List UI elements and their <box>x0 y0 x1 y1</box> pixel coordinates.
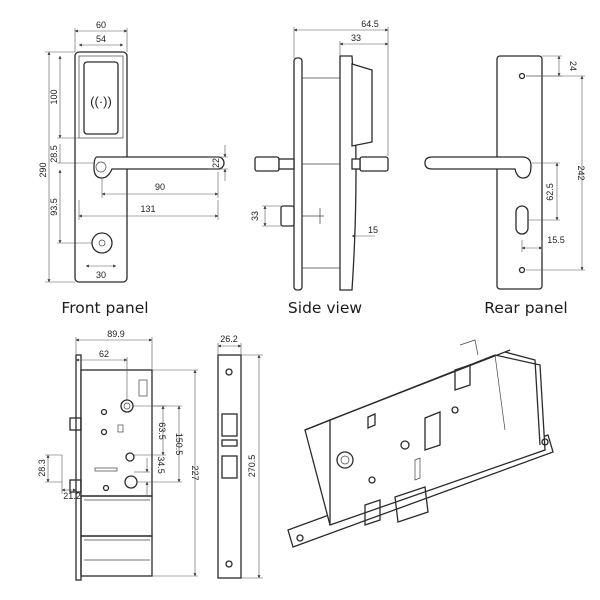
rear-panel-drawing: 24 242 62.5 15.5 Rear panel <box>424 55 586 317</box>
dim-faceplate-270-5: 270.5 <box>247 455 257 478</box>
dim-front-131: 131 <box>140 204 155 214</box>
dim-front-28-5: 28.5 <box>49 145 59 163</box>
dim-body-21-2: 21.2 <box>63 491 81 501</box>
dim-front-90: 90 <box>155 182 165 192</box>
dim-front-22: 22 <box>211 158 221 168</box>
faceplate-drawing: 26.2 270.5 <box>217 334 263 579</box>
dim-front-100: 100 <box>49 89 59 104</box>
dim-front-290: 290 <box>38 162 48 177</box>
dim-body-28-3: 28.3 <box>37 459 47 477</box>
caption-front-panel: Front panel <box>61 299 148 317</box>
lock-body-drawing: 89.9 62 150.5 63.5 227 34.5 28.3 21.2 <box>37 329 200 581</box>
caption-side-view: Side view <box>288 299 362 317</box>
dim-body-34-5: 34.5 <box>156 456 166 474</box>
dim-side-64-5: 64.5 <box>361 19 379 29</box>
dim-front-60: 60 <box>96 20 106 30</box>
dim-rear-242: 242 <box>576 165 586 180</box>
dim-rear-62-5: 62.5 <box>545 183 555 201</box>
dim-body-62: 62 <box>99 349 109 359</box>
dim-side-33-knob: 33 <box>250 211 260 221</box>
dim-side-15: 15 <box>368 225 378 235</box>
dim-rear-24: 24 <box>568 61 578 71</box>
front-panel-drawing: ((·)) <box>38 20 228 317</box>
dim-front-54: 54 <box>96 34 106 44</box>
dim-faceplate-26-2: 26.2 <box>220 334 238 344</box>
rfid-symbol: ((·)) <box>90 94 112 109</box>
dim-body-150-5: 150.5 <box>174 433 184 456</box>
caption-rear-panel: Rear panel <box>484 299 567 317</box>
dim-rear-15-5: 15.5 <box>547 235 565 245</box>
side-view-drawing: 64.5 33 33 15 Side view <box>250 19 389 317</box>
dim-body-63-5: 63.5 <box>157 422 167 440</box>
dim-front-30: 30 <box>96 270 106 280</box>
dim-side-33-top: 33 <box>351 33 361 43</box>
dim-body-227: 227 <box>190 465 200 480</box>
dim-front-93-5: 93.5 <box>49 198 59 216</box>
dim-body-89-9: 89.9 <box>107 329 125 339</box>
isometric-lock-body-drawing <box>287 339 554 548</box>
